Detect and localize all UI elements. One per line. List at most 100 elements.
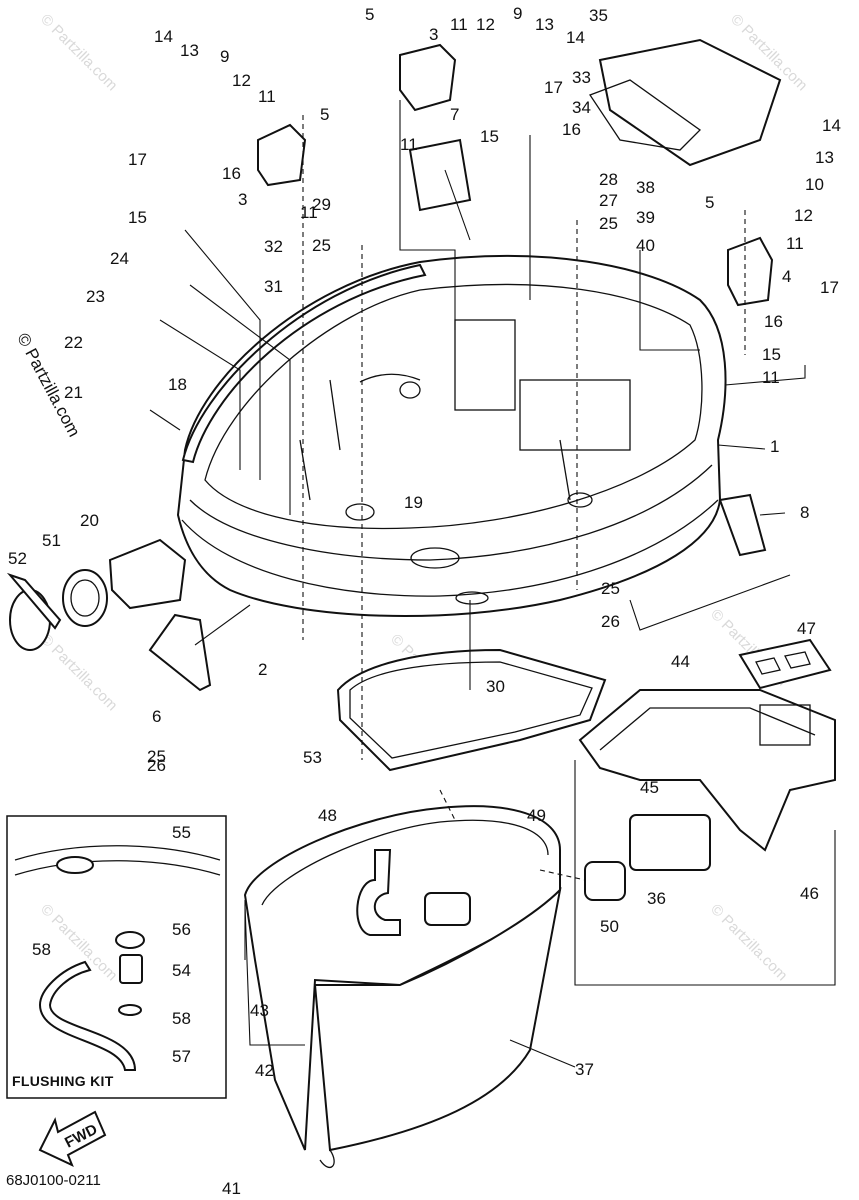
part-label: 24 bbox=[110, 249, 129, 268]
part-label: 1 bbox=[770, 437, 779, 456]
part-label: 11 bbox=[300, 203, 318, 222]
part-label: 33 bbox=[572, 68, 591, 87]
watermark: © Partzilla.com bbox=[37, 631, 120, 714]
guide-lines bbox=[302, 115, 746, 881]
gasket-34 bbox=[589, 79, 702, 151]
part-label: 6 bbox=[152, 707, 161, 726]
flushing-kit-inset bbox=[6, 815, 227, 1099]
part-label: 25 bbox=[147, 747, 166, 766]
bracket-4 bbox=[727, 236, 774, 307]
bracket-7 bbox=[408, 138, 472, 212]
part-label: 8 bbox=[800, 503, 809, 522]
watermark: © Partzilla.com bbox=[37, 11, 120, 94]
part-label: 11 bbox=[786, 234, 804, 253]
part-label: 54 bbox=[172, 961, 191, 980]
part-label: 13 bbox=[815, 148, 834, 167]
bracket-6 bbox=[148, 613, 212, 692]
part-label: 9 bbox=[220, 47, 229, 66]
part-label: 30 bbox=[486, 677, 505, 696]
shift-bracket bbox=[6, 538, 187, 651]
bracket-3-left bbox=[257, 123, 307, 187]
part-label: 58 bbox=[32, 940, 51, 959]
part-label: 20 bbox=[80, 511, 99, 530]
catalog-code: 68J0100-0211 bbox=[6, 1172, 101, 1189]
part-label: 17 bbox=[128, 150, 147, 169]
part-label: 56 bbox=[172, 920, 191, 939]
part-label: 11 bbox=[400, 135, 418, 154]
part-label: 34 bbox=[572, 98, 591, 117]
part-label: 2 bbox=[258, 660, 267, 679]
part-label: 58 bbox=[172, 1009, 191, 1028]
part-label: 3 bbox=[238, 190, 247, 209]
part-label: 12 bbox=[232, 71, 251, 90]
part-label: 16 bbox=[222, 164, 241, 183]
flush-connector bbox=[424, 892, 471, 926]
part-label: 49 bbox=[527, 806, 546, 825]
part-label: 15 bbox=[128, 208, 147, 227]
bracket-3-top bbox=[399, 43, 457, 112]
part-label: 11 bbox=[450, 15, 468, 34]
part-label: 7 bbox=[450, 105, 459, 124]
part-label: 4 bbox=[782, 267, 791, 286]
part-label: 17 bbox=[544, 78, 563, 97]
part-label: 16 bbox=[562, 120, 581, 139]
flushing-kit-label: FLUSHING KIT bbox=[12, 1073, 114, 1089]
part-label: 42 bbox=[255, 1061, 274, 1080]
part-label: 25 bbox=[312, 236, 331, 255]
part-label: 57 bbox=[172, 1047, 191, 1066]
part-label: 16 bbox=[764, 312, 783, 331]
leader-lines bbox=[149, 100, 836, 1068]
part-label: 3 bbox=[429, 25, 438, 44]
part-label: 26 bbox=[601, 612, 620, 631]
part-label: 23 bbox=[86, 287, 105, 306]
part-label: 47 bbox=[797, 619, 816, 638]
part-label: 50 bbox=[600, 917, 619, 936]
part-label: 25 bbox=[601, 579, 620, 598]
part-label: 37 bbox=[575, 1060, 594, 1079]
bracket-8 bbox=[718, 493, 767, 557]
damper-36 bbox=[629, 814, 711, 871]
part-label: 48 bbox=[318, 806, 337, 825]
part-label: 9 bbox=[513, 4, 522, 23]
part-label: 52 bbox=[8, 549, 27, 568]
part-label: 12 bbox=[794, 206, 813, 225]
part-label: 31 bbox=[264, 277, 283, 296]
part-label: 40 bbox=[636, 236, 655, 255]
part-label: 19 bbox=[404, 493, 423, 512]
part-label: 44 bbox=[671, 652, 690, 671]
part-label: 27 bbox=[599, 191, 618, 210]
part-label: 22 bbox=[64, 333, 83, 352]
part-label: 13 bbox=[535, 15, 554, 34]
part-label: 15 bbox=[480, 127, 499, 146]
watermark: © Partzilla.com bbox=[707, 901, 790, 984]
part-label: 13 bbox=[180, 41, 199, 60]
part-label: 14 bbox=[566, 28, 585, 47]
plate-33 bbox=[598, 38, 782, 167]
part-label: 5 bbox=[705, 193, 714, 212]
part-label: 32 bbox=[264, 237, 283, 256]
part-label: 25 bbox=[599, 214, 618, 233]
seal-strip bbox=[181, 263, 427, 464]
part-label: 21 bbox=[64, 383, 83, 402]
part-label: 39 bbox=[636, 208, 655, 227]
part-labels: 1 2 3 3 4 5 5 5 6 7 8 9 9 10 11 11 11 11… bbox=[8, 4, 841, 1198]
part-label: 29 bbox=[312, 195, 331, 214]
fwd-arrow: FWD bbox=[38, 1110, 107, 1167]
grommet-50 bbox=[584, 861, 626, 901]
part-label: 36 bbox=[647, 889, 666, 908]
apron bbox=[243, 805, 562, 1169]
part-label: 11 bbox=[762, 368, 780, 387]
part-label: 11 bbox=[258, 87, 276, 106]
part-label: 41 bbox=[222, 1179, 241, 1198]
part-label: 12 bbox=[476, 15, 495, 34]
part-label: 43 bbox=[250, 1001, 269, 1020]
part-label: 17 bbox=[820, 278, 839, 297]
part-label: 10 bbox=[805, 175, 824, 194]
hose bbox=[356, 849, 401, 936]
part-label: 35 bbox=[589, 6, 608, 25]
part-label: 51 bbox=[42, 531, 61, 550]
part-label: 38 bbox=[636, 178, 655, 197]
part-label: 53 bbox=[303, 748, 322, 767]
part-label: 14 bbox=[822, 116, 841, 135]
